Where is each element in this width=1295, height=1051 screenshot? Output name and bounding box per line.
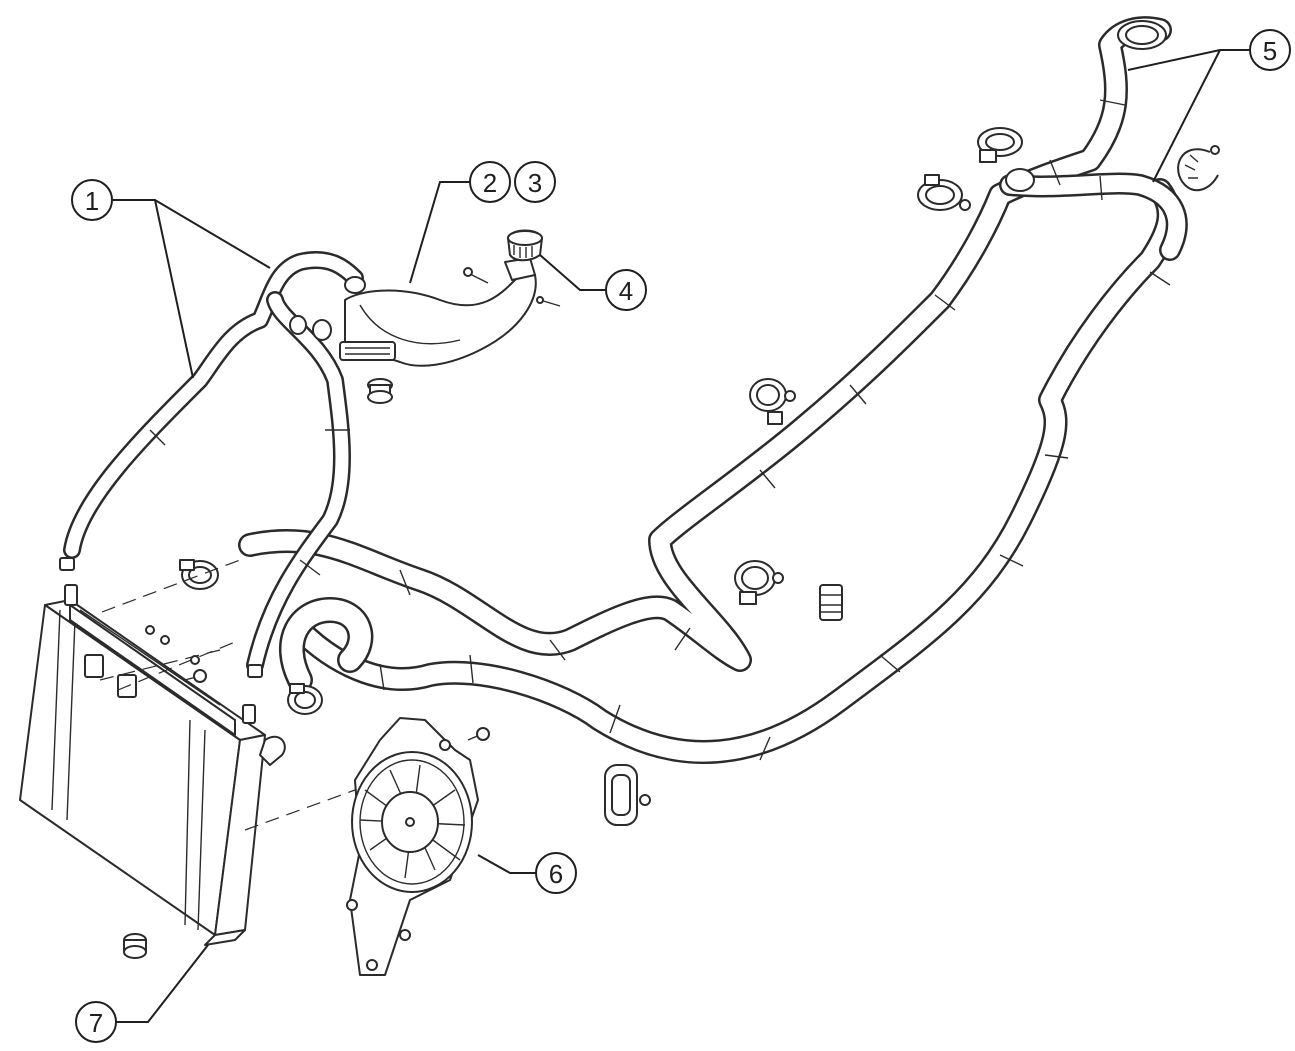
radiator-screw: [184, 669, 207, 683]
callout-3-label: 3: [528, 168, 542, 198]
leader-7: [116, 944, 209, 1023]
callout-4-label: 4: [619, 276, 633, 306]
hoses: [63, 16, 1188, 764]
clamp-1: [749, 378, 796, 425]
hose-plug-2: [289, 315, 307, 335]
filler-cap: [507, 229, 543, 262]
radiator-grommet: [123, 933, 147, 959]
clamp-ring-5: [1177, 145, 1220, 192]
leader-2: [409, 181, 470, 284]
callout-6: 6: [535, 852, 577, 894]
hose-holder: [604, 764, 651, 826]
clamp-4: [977, 127, 1023, 163]
hose-plug-1: [312, 319, 332, 341]
alignment-lines: [99, 559, 356, 831]
hose-overflow-1: [63, 251, 364, 559]
fan-screw: [467, 727, 490, 741]
leader-6: [477, 854, 536, 874]
hose-bracket: [819, 584, 843, 621]
leader-4: [539, 254, 606, 291]
leader-lines: [112, 49, 1250, 1023]
callout-2-label: 2: [483, 168, 497, 198]
tank-screws: [463, 267, 561, 307]
callout-1-label: 1: [85, 186, 99, 216]
tank-grommet: [367, 378, 393, 404]
callout-6-label: 6: [549, 859, 563, 889]
callout-2: 2: [469, 161, 511, 203]
clamp-7: [287, 683, 323, 715]
callout-7: 7: [75, 1001, 117, 1043]
callout-1: 1: [71, 179, 113, 221]
callout-3: 3: [514, 161, 556, 203]
callout-7-label: 7: [89, 1008, 103, 1038]
expansion-tank: [339, 257, 537, 367]
callout-5-label: 5: [1263, 36, 1277, 66]
hose-coupling: [1117, 20, 1167, 50]
radiator: [19, 557, 286, 946]
leader-5: [1127, 49, 1250, 71]
cooling-fan: [346, 717, 479, 976]
callout-5: 5: [1249, 29, 1291, 71]
clamp-6: [179, 559, 219, 590]
clamp-3: [917, 174, 971, 211]
leader-1: [112, 199, 271, 269]
clamp-2: [734, 560, 784, 605]
t-joint: [1005, 168, 1035, 192]
callout-4: 4: [605, 269, 647, 311]
hose-clamps: [179, 20, 1220, 826]
